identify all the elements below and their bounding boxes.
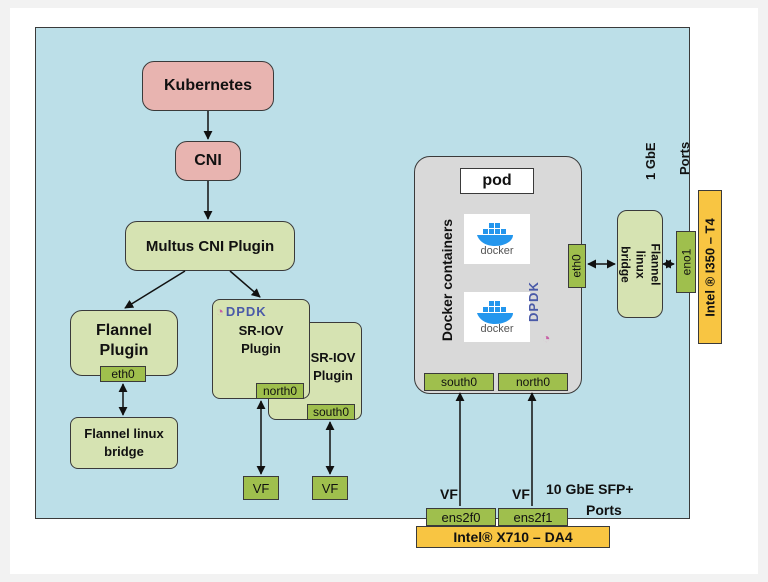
vf-left-label: VF [252,480,270,496]
ens2f0-port: ens2f0 [426,508,496,526]
i350-label: Intel ® I350 – T4 [702,217,718,317]
dpdk-mark-icon: ◔ [216,304,225,319]
flannel-eth0-label: eth0 [111,367,135,381]
x710-label: Intel® X710 – DA4 [453,529,573,545]
gbe-ports-label-2: Ports [677,141,692,175]
docker-pod-container [414,156,582,394]
sriov-south0-label: south0 [312,405,350,419]
docker-whale-icon [477,223,513,246]
flannel-eth0-port: eth0 [100,366,146,382]
pod-eth0-label: eth0 [570,254,585,278]
flannel-bridge-right-box: Flannel linux bridge [617,210,663,318]
vf-bottom-label-1: VF [440,486,458,502]
sriov-2-label: SR-IOV Plugin [310,350,356,383]
sriov-plugin-1-box: SR-IOV Plugin [212,299,310,399]
vf-right-label: VF [321,480,339,496]
eno1-label: eno1 [679,248,694,276]
flannel-bridge-left-label: Flannel linux bridge [84,426,164,459]
docker-logo-1: docker [464,214,530,264]
dpdk-swirl-icon: ◔ [542,330,551,346]
docker-containers-label: Docker containers [439,218,455,342]
docker-text-1: docker [480,245,514,257]
cni-box: CNI [175,141,241,181]
vf-left-box: VF [243,476,279,500]
intel-i350-nic: Intel ® I350 – T4 [698,190,722,344]
ens2f1-label: ens2f1 [513,509,553,525]
cni-label: CNI [194,152,222,169]
dpdk-logo-left-text: DPDK [225,304,267,319]
pod-eth0-port: eth0 [568,244,586,288]
flannel-plugin-label: Flannel Plugin [95,322,152,359]
docker-whale-icon [477,301,513,324]
kubernetes-label: Kubernetes [163,77,253,94]
ens2f0-label: ens2f0 [441,509,481,525]
sfp-ports-label-1: 10 GbE SFP+ [546,481,634,497]
eno1-port: eno1 [676,231,696,293]
kubernetes-box: Kubernetes [142,61,274,111]
sriov-north0-label: north0 [262,384,298,398]
vf-bottom-label-2: VF [512,486,530,502]
sriov-1-label: SR-IOV Plugin [238,323,284,356]
pod-south0-port: south0 [424,373,494,391]
pod-south0-label: south0 [440,375,478,389]
flannel-bridge-right-label: Flannel linux bridge [618,242,663,285]
dpdk-logo-left: ◔ DPDK [216,304,267,319]
multus-box: Multus CNI Plugin [125,221,295,271]
gbe-ports-label-1: 1 GbE [643,142,658,180]
sfp-ports-label-2: Ports [586,502,622,518]
docker-text-2: docker [480,323,514,335]
flannel-bridge-left-box: Flannel linux bridge [70,417,178,469]
ens2f1-port: ens2f1 [498,508,568,526]
sriov-north0-port: north0 [256,383,304,399]
dpdk-logo-right: DPDK [526,281,541,322]
pod-label: pod [482,172,512,189]
docker-logo-2: docker [464,292,530,342]
sriov-south0-port: south0 [307,404,355,420]
intel-x710-nic: Intel® X710 – DA4 [416,526,610,548]
vf-right-box: VF [312,476,348,500]
multus-label: Multus CNI Plugin [145,237,275,255]
pod-north0-label: north0 [515,375,551,389]
dpdk-logo-right-text: DPDK [526,281,541,322]
pod-north0-port: north0 [498,373,568,391]
pod-box: pod [460,168,534,194]
